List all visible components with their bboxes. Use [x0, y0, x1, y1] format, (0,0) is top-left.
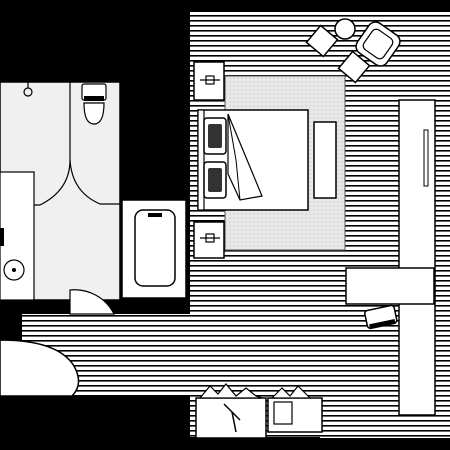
entry-door-swing [0, 339, 80, 397]
shower-head-icon [23, 82, 33, 97]
shower-curve [69, 159, 120, 205]
vanity-counter [0, 171, 35, 301]
ottoman [305, 24, 339, 58]
minibar [267, 385, 323, 433]
wardrobe [398, 99, 436, 416]
bench [313, 121, 337, 199]
mirror-shelf [0, 228, 4, 246]
nightstand-bottom [193, 221, 225, 259]
armchair [355, 21, 401, 67]
ottoman-2 [337, 50, 371, 84]
toilet-icon [81, 83, 107, 125]
bathroom [0, 81, 121, 315]
bathtub-faucet-icon [148, 213, 162, 217]
bathroom-door-swing [69, 289, 115, 315]
dresser [195, 383, 267, 439]
desk-chair [364, 304, 398, 330]
desk [345, 267, 435, 305]
nightstand-top [193, 61, 225, 101]
headboard [197, 109, 205, 211]
double-bed [197, 109, 309, 211]
round-side-table [334, 18, 356, 40]
pillow-top [203, 117, 227, 155]
pillow-bottom [203, 161, 227, 199]
washbasin-drain [12, 268, 16, 272]
bathtub [121, 199, 187, 299]
lounge-seating [305, 18, 401, 84]
